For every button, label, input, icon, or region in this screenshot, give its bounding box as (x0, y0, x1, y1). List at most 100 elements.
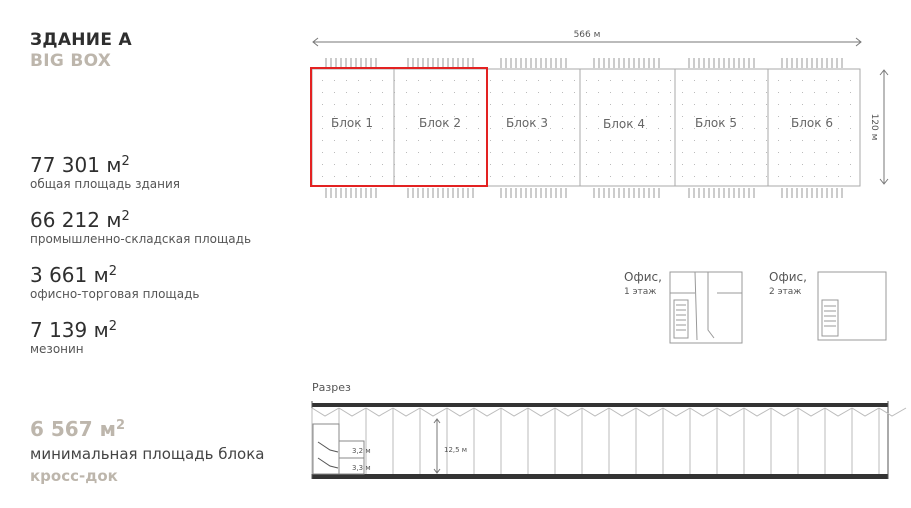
office-floor-1-plan (669, 271, 743, 344)
column (718, 140, 719, 141)
column (466, 116, 467, 117)
column (490, 140, 491, 141)
column (790, 104, 791, 105)
column (670, 140, 671, 141)
column (550, 128, 551, 129)
column (754, 92, 755, 93)
block-2-label[interactable]: Блок 2 (419, 116, 461, 130)
column (454, 176, 455, 177)
column (418, 116, 419, 117)
column (562, 104, 563, 105)
column (610, 140, 611, 141)
roof-truss (419, 407, 448, 417)
office-title: Офис, (624, 270, 662, 284)
column (670, 128, 671, 129)
roof-truss (338, 407, 367, 417)
column (358, 92, 359, 93)
stat-label: офисно-торговая площадь (30, 287, 200, 301)
column (478, 116, 479, 117)
column (766, 104, 767, 105)
column (754, 176, 755, 177)
column (646, 92, 647, 93)
column (370, 140, 371, 141)
column (826, 92, 827, 93)
column (322, 116, 323, 117)
width-dimension (879, 69, 889, 185)
column (418, 164, 419, 165)
stat-value: 3 661 м (30, 263, 109, 287)
column (850, 128, 851, 129)
column (646, 140, 647, 141)
column (478, 128, 479, 129)
column (598, 128, 599, 129)
column (430, 164, 431, 165)
block-5-label[interactable]: Блок 5 (695, 116, 737, 130)
column (478, 104, 479, 105)
column (514, 116, 515, 117)
column (418, 128, 419, 129)
column (466, 164, 467, 165)
column (358, 176, 359, 177)
column (658, 128, 659, 129)
column (454, 140, 455, 141)
column (526, 128, 527, 129)
block-1-label[interactable]: Блок 1 (331, 116, 373, 130)
roof-truss (527, 407, 556, 417)
column (526, 104, 527, 105)
column (370, 92, 371, 93)
column (706, 80, 707, 81)
column (418, 80, 419, 81)
column (382, 164, 383, 165)
column (622, 116, 623, 117)
column (610, 176, 611, 177)
column (814, 176, 815, 177)
column (370, 104, 371, 105)
column (586, 80, 587, 81)
column (694, 152, 695, 153)
column (790, 164, 791, 165)
column (370, 80, 371, 81)
column (382, 152, 383, 153)
column (526, 116, 527, 117)
office-title: Офис, (769, 270, 807, 284)
column (538, 164, 539, 165)
column (358, 116, 359, 117)
column (694, 80, 695, 81)
column (562, 176, 563, 177)
column (406, 104, 407, 105)
column (334, 164, 335, 165)
column (850, 104, 851, 105)
column (766, 92, 767, 93)
column (658, 104, 659, 105)
column (466, 104, 467, 105)
column (598, 116, 599, 117)
min-block-area: 6 567 м2 (30, 417, 125, 441)
block-3-label[interactable]: Блок 3 (506, 116, 548, 130)
column (778, 152, 779, 153)
column (358, 128, 359, 129)
column (634, 128, 635, 129)
section-title: Разрез (312, 381, 351, 394)
column (610, 104, 611, 105)
column (634, 116, 635, 117)
column (838, 116, 839, 117)
column (706, 176, 707, 177)
column (550, 116, 551, 117)
column (538, 116, 539, 117)
column (646, 176, 647, 177)
column (382, 104, 383, 105)
block-4-label[interactable]: Блок 4 (603, 117, 645, 131)
column (382, 80, 383, 81)
column (826, 164, 827, 165)
column (730, 92, 731, 93)
roof-truss (554, 407, 583, 417)
roof-truss (797, 407, 826, 417)
column (550, 80, 551, 81)
column (502, 80, 503, 81)
column (346, 164, 347, 165)
block-6-label[interactable]: Блок 6 (791, 116, 833, 130)
stat-office-area: 3 661 м2 офисно-торговая площадь (30, 260, 199, 302)
office-floor: 1 этаж (624, 287, 657, 297)
column (382, 116, 383, 117)
